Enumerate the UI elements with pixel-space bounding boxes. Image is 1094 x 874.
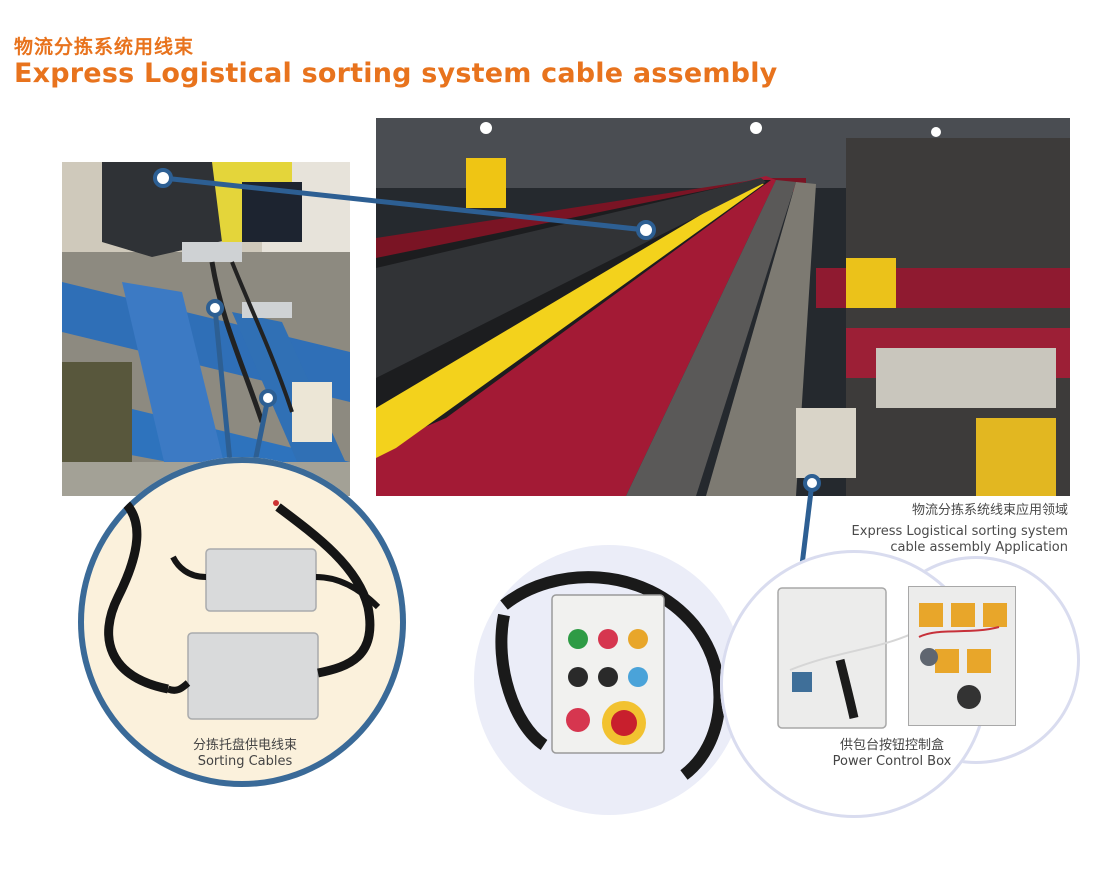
sorting-cables-caption: 分拣托盘供电线束 Sorting Cables xyxy=(150,738,340,770)
application-caption: 物流分拣系统线束应用领域 Express Logistical sorting … xyxy=(852,503,1068,556)
power-control-box-caption-en: Power Control Box xyxy=(832,754,952,769)
control-box-open-panel xyxy=(908,586,1016,726)
button-panel-circle xyxy=(474,545,744,815)
power-control-box-caption: 供包台按钮控制盒 Power Control Box xyxy=(792,738,992,770)
application-caption-en-line2: cable assembly Application xyxy=(890,540,1068,555)
page-title-english: Express Logistical sorting system cable … xyxy=(14,58,778,89)
sorting-cables-circle xyxy=(78,457,406,787)
installation-photo xyxy=(62,162,350,496)
power-control-box-caption-cn: 供包台按钮控制盒 xyxy=(839,738,944,753)
page-title-chinese: 物流分拣系统用线束 xyxy=(14,36,195,58)
application-caption-cn: 物流分拣系统线束应用领域 xyxy=(911,503,1068,518)
sorting-cables-caption-cn: 分拣托盘供电线束 xyxy=(192,738,297,753)
sorting-cables-caption-en: Sorting Cables xyxy=(197,754,293,769)
application-caption-en-line1: Express Logistical sorting system xyxy=(851,524,1068,539)
sorting-line-photo xyxy=(376,118,1070,496)
